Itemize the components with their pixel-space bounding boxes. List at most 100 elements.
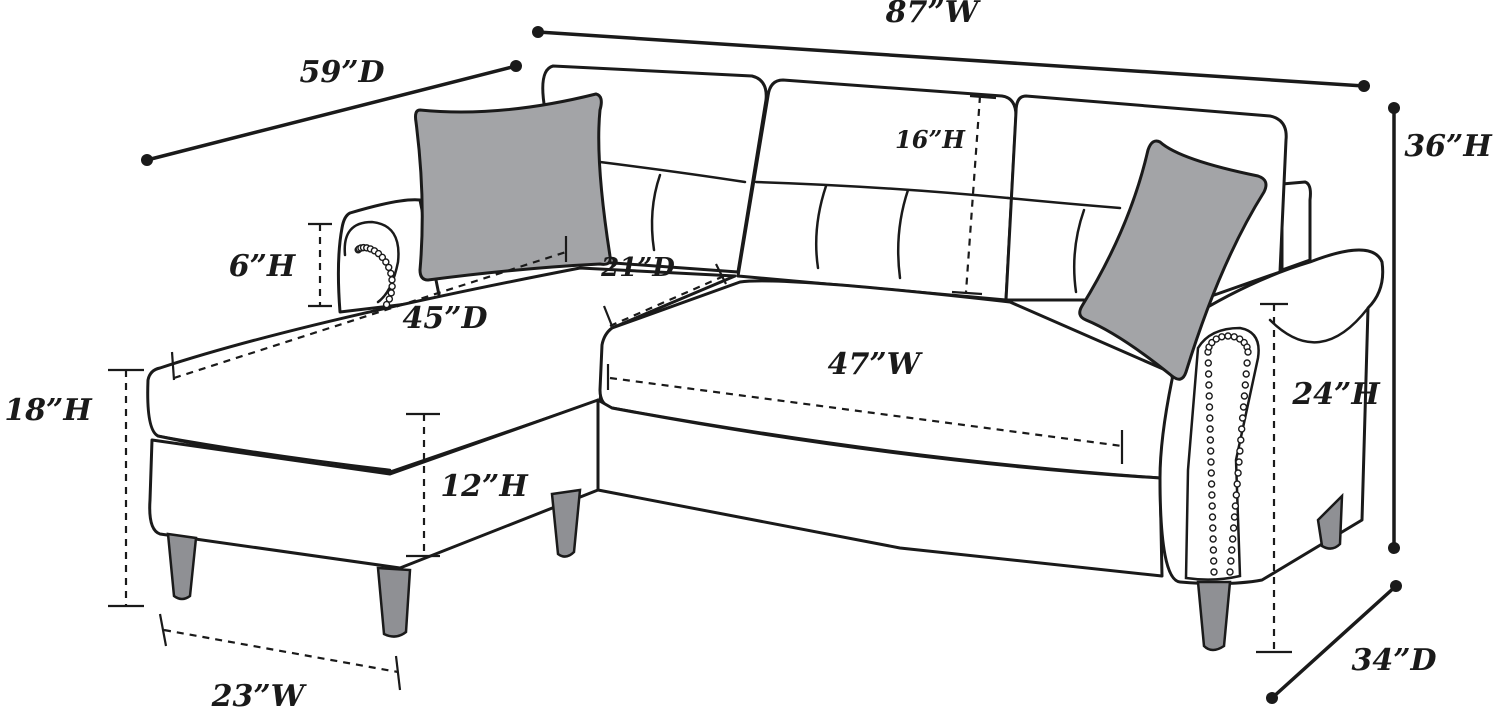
nailhead-stud: [378, 253, 387, 262]
far-arm-panel: [1280, 180, 1312, 272]
nailhead-stud: [1241, 381, 1250, 389]
nailhead-stud: [1243, 359, 1251, 367]
nailhead-stud: [387, 269, 395, 278]
nailhead-stud: [1205, 392, 1213, 400]
tuft-seam-4: [1072, 208, 1086, 294]
nailhead-stud: [1239, 403, 1248, 411]
back-tuft-line-left: [598, 160, 747, 184]
nailhead-stud: [387, 289, 395, 297]
nailhead-stud: [1230, 513, 1239, 521]
nailhead-stud: [1242, 370, 1250, 378]
nailhead-stud: [1244, 348, 1252, 356]
arm-cushion-height-dimension: 6”H: [229, 222, 332, 308]
nailhead-stud: [1237, 425, 1246, 433]
nailhead-trim-right-arm: [1204, 332, 1252, 576]
nailhead-stud: [385, 263, 393, 272]
nailhead-stud: [1206, 447, 1215, 455]
nailhead-stud: [1227, 557, 1235, 565]
chaise-seat-depth-dimension: 45”D: [170, 236, 568, 381]
nailhead-stud: [1204, 370, 1213, 378]
overall-width-dimension: 87”W: [532, 0, 1370, 92]
sofa-depth-label: 34”D: [1351, 643, 1436, 678]
seat-width-dimension: 47”W: [606, 347, 1124, 464]
pillow-right: [1078, 139, 1268, 381]
chaise-base-height-dimension: 12”H: [406, 412, 529, 558]
nailhead-stud: [388, 276, 396, 284]
nailhead-stud: [1226, 568, 1234, 576]
seat-depth-label: 21”D: [600, 253, 675, 283]
chaise-width-dimension: 23”W: [158, 613, 402, 713]
leg-front-left: [166, 532, 198, 601]
right-arm-roll: [1268, 306, 1370, 344]
right-arm-front-panel: [1184, 326, 1260, 581]
seat-depth-dimension: 21”D: [600, 253, 727, 328]
nailhead-stud: [1204, 359, 1213, 367]
main-sofa-base: [596, 398, 1164, 578]
nailhead-stud: [1207, 480, 1216, 488]
leg-chaise-front: [376, 566, 412, 638]
overall-height-label: 36”H: [1404, 129, 1493, 164]
nailhead-stud: [1206, 425, 1214, 433]
nailhead-stud: [1209, 535, 1217, 543]
nailhead-stud: [1209, 557, 1218, 565]
nailhead-stud: [1233, 480, 1241, 488]
overall-width-label: 87”W: [885, 0, 982, 30]
pillow-left: [414, 92, 612, 282]
back-tuft-line-middle: [754, 180, 1010, 200]
arm-cushion-height-label: 6”H: [229, 249, 297, 284]
nailhead-stud: [1208, 502, 1216, 510]
leg-right-back: [1316, 492, 1344, 550]
nailhead-stud: [1205, 381, 1213, 389]
back-cushion-height-dimension: 16”H: [895, 94, 997, 296]
nailhead-stud: [1208, 513, 1217, 521]
arm-height-label: 24”H: [1291, 377, 1381, 412]
tuft-seam-2: [814, 184, 828, 270]
sofa-drawing: [146, 64, 1385, 652]
nailhead-stud: [1209, 546, 1218, 554]
tuft-seam-3: [896, 188, 910, 280]
nailhead-stud: [1218, 333, 1226, 341]
left-arm: [336, 198, 442, 314]
nailhead-stud: [1240, 392, 1249, 400]
nailhead-stud: [1234, 469, 1242, 477]
seat-width-label: 47”W: [828, 347, 924, 382]
back-cushion-height-label: 16”H: [895, 125, 966, 154]
chaise-height-label: 18”H: [4, 393, 93, 428]
nailhead-stud: [1205, 403, 1214, 411]
nailhead-stud: [1232, 491, 1241, 499]
nailhead-stud: [1207, 458, 1215, 466]
leg-chaise-back: [550, 488, 582, 558]
tuft-seam-1: [650, 173, 662, 252]
chaise-seat-depth-label: 45”D: [402, 301, 487, 336]
chaise-height-dimension: 18”H: [4, 368, 144, 608]
nailhead-stud: [1206, 436, 1215, 444]
nailhead-stud: [1235, 458, 1243, 466]
nailhead-stud: [1229, 524, 1238, 532]
nailhead-stud: [1207, 469, 1216, 477]
nailhead-stud: [1208, 491, 1216, 499]
overall-depth-dimension: 59”D: [141, 55, 522, 166]
nailhead-stud: [388, 282, 396, 291]
arm-height-dimension: 24”H: [1256, 302, 1381, 654]
sofa-depth-dimension: 34”D: [1266, 580, 1437, 704]
nailhead-stud: [1237, 436, 1245, 444]
nailhead-stud: [1209, 524, 1217, 532]
nailhead-stud: [1238, 414, 1247, 422]
nailhead-trim-left-arm: [354, 243, 396, 309]
chaise-cushion-seam: [156, 434, 392, 472]
overall-depth-label: 59”D: [299, 55, 384, 90]
nailhead-stud: [1236, 447, 1244, 455]
nailhead-stud: [382, 258, 390, 266]
back-tuft-line-right: [1006, 196, 1122, 210]
nailhead-stud: [1228, 546, 1236, 554]
chaise-base-height-label: 12”H: [440, 469, 529, 504]
nailhead-stud: [1224, 332, 1232, 340]
overall-height-dimension: 36”H: [1388, 102, 1493, 554]
nailhead-stud: [385, 295, 394, 303]
leg-right-front: [1196, 580, 1232, 652]
nailhead-stud: [382, 300, 391, 309]
nailhead-stud: [1228, 535, 1237, 543]
nailhead-stud: [1231, 502, 1240, 510]
nailhead-stud: [1210, 568, 1218, 576]
